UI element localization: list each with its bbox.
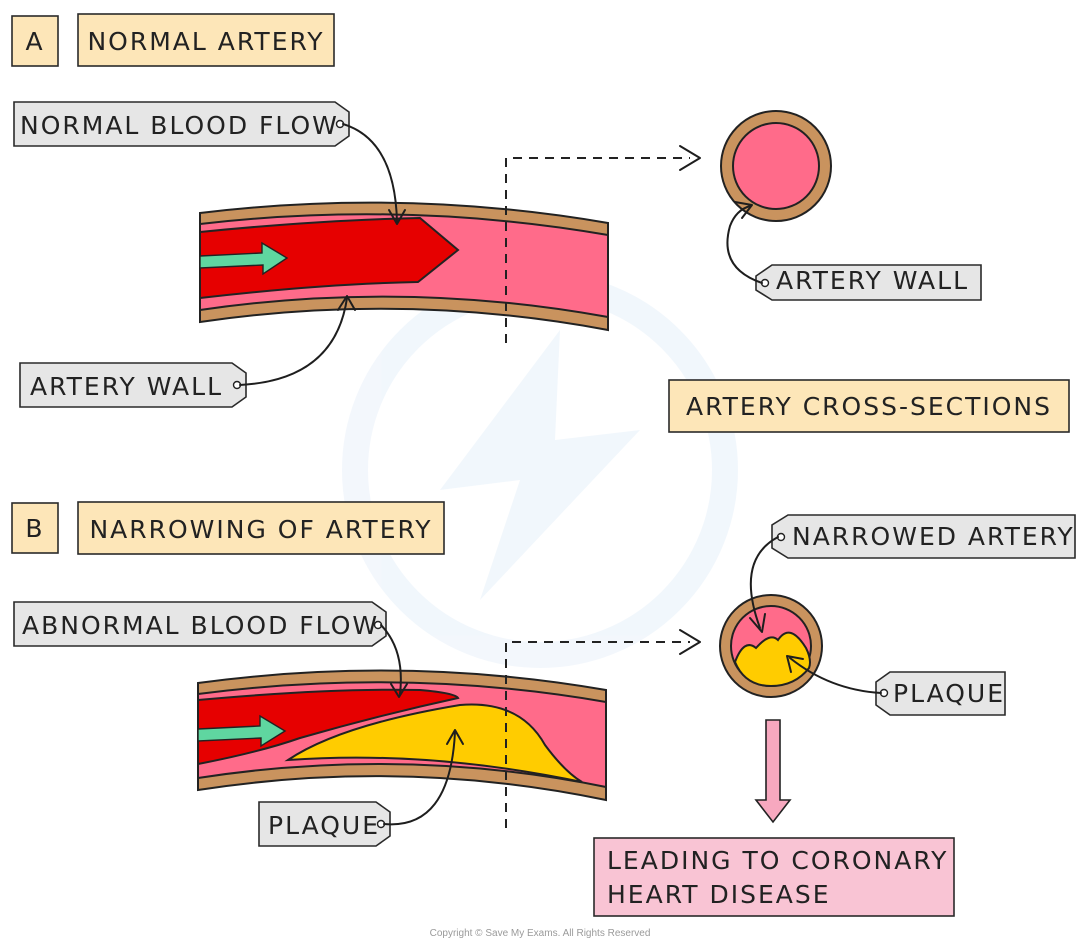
- section-a-letter: A: [25, 27, 44, 56]
- plaque-shape-longitudinal: [284, 703, 583, 783]
- narrowed-artery-longitudinal: [197, 669, 607, 802]
- plaque-label-cross-section: PLAQUE: [893, 679, 1005, 708]
- normal-artery-longitudinal: [199, 201, 609, 332]
- section-a-letter-box: [11, 15, 59, 67]
- outcome-down-arrow: [754, 719, 792, 824]
- narrowed-artery-label: NARROWED ARTERY: [792, 522, 1075, 551]
- narrowed-artery-cross-section: [719, 594, 823, 698]
- artery-wall-label-cross-section: ARTERY WALL: [776, 266, 969, 295]
- cross-sections-label: ARTERY CROSS-SECTIONS: [686, 392, 1052, 421]
- section-b-header: B NARROWING OF ARTERY: [11, 501, 445, 555]
- artery-wall-tag-longitudinal: ARTERY WALL: [19, 295, 356, 408]
- section-b-letter: B: [25, 514, 44, 543]
- section-a-dashed-connector: [505, 145, 701, 343]
- cross-sections-label-box: ARTERY CROSS-SECTIONS: [668, 379, 1070, 433]
- plaque-label-longitudinal: PLAQUE: [268, 811, 380, 840]
- abnormal-blood-flow-tag: ABNORMAL BLOOD FLOW: [13, 601, 408, 698]
- normal-blood-flow-tag: NORMAL BLOOD FLOW: [13, 101, 406, 225]
- outcome-box: LEADING TO CORONARY HEART DISEASE: [593, 837, 955, 917]
- section-b-letter-box: [11, 502, 59, 554]
- artery-wall-tag-cross-section: ARTERY WALL: [726, 201, 982, 301]
- narrowed-artery-tag: NARROWED ARTERY: [749, 514, 1076, 633]
- section-a-title: NORMAL ARTERY: [87, 27, 324, 56]
- section-b-dashed-connector: [505, 629, 701, 828]
- plaque-tag-longitudinal: PLAQUE: [258, 729, 464, 847]
- section-a-header: A NORMAL ARTERY: [11, 13, 335, 67]
- abnormal-flow-arrow: [197, 714, 287, 748]
- plaque-tag-cross-section: PLAQUE: [786, 655, 1006, 716]
- section-b-title: NARROWING OF ARTERY: [89, 515, 432, 544]
- section-a-title-box: [77, 13, 335, 67]
- normal-flow-arrow: [199, 241, 289, 276]
- normal-blood-flow-shape: [199, 216, 460, 300]
- copyright-notice: Copyright © Save My Exams. All Rights Re…: [430, 928, 651, 939]
- normal-blood-flow-label: NORMAL BLOOD FLOW: [20, 111, 339, 140]
- outcome-line-1: LEADING TO CORONARY: [607, 846, 948, 875]
- artery-wall-label-longitudinal: ARTERY WALL: [30, 372, 223, 401]
- outcome-line-2: HEART DISEASE: [607, 880, 831, 909]
- section-b-title-box: [77, 501, 445, 555]
- watermark-logo: [342, 272, 738, 668]
- abnormal-blood-flow-label: ABNORMAL BLOOD FLOW: [22, 611, 379, 640]
- normal-artery-cross-section: [720, 110, 832, 222]
